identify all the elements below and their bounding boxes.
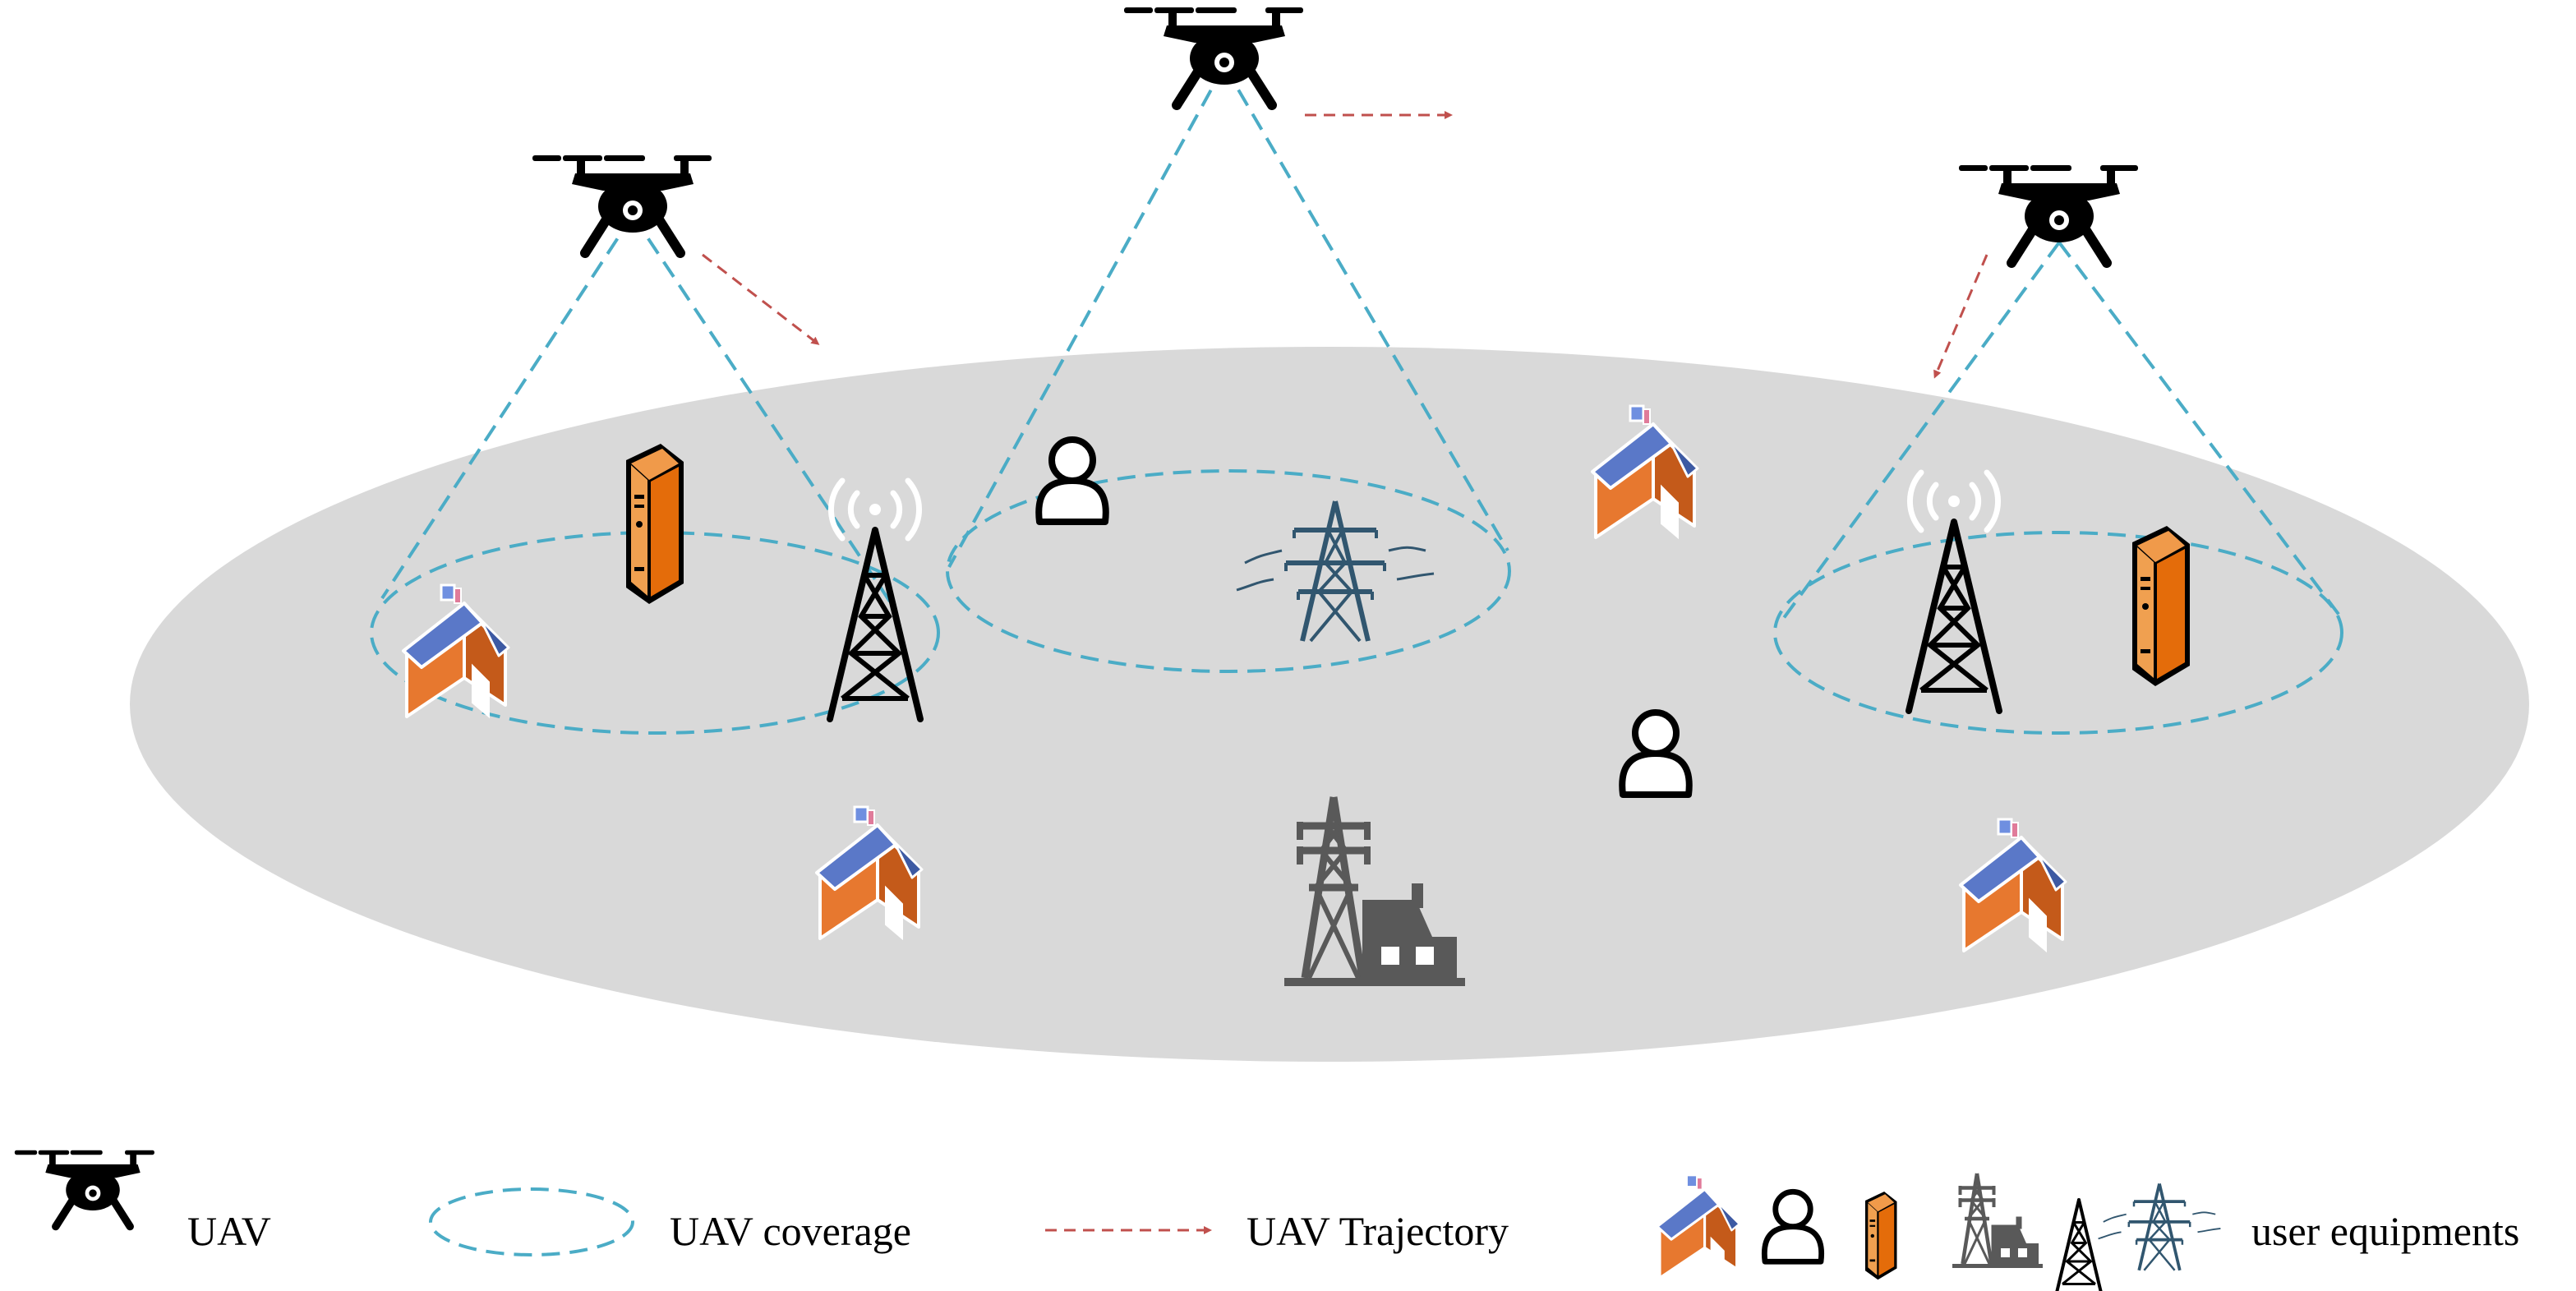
ground-area — [130, 347, 2529, 1062]
legend: UAV UAV coverage UAV Trajectory user equ… — [15, 1150, 2519, 1291]
legend-coverage-label: UAV coverage — [670, 1208, 911, 1254]
legend-house-icon — [1656, 1173, 1741, 1279]
legend-uav-label: UAV — [187, 1208, 271, 1254]
legend-coverage-icon — [429, 1187, 634, 1256]
legend-ue-label: user equipments — [2251, 1208, 2519, 1254]
uav-icon-center — [1124, 7, 1303, 105]
trajectory-arrow-right — [1933, 254, 1988, 379]
uav-icon-right — [1959, 165, 2138, 263]
trajectory-arrow-left — [702, 253, 820, 345]
legend-uav-icon — [15, 1150, 154, 1227]
legend-tower-icon — [2054, 1173, 2104, 1291]
coverage-cones — [380, 64, 2342, 626]
coverage-ellipse-right — [1773, 531, 2343, 735]
coverage-ellipse-center — [946, 469, 1511, 673]
trajectory-arrows — [702, 111, 1988, 379]
legend-substation-icon — [1952, 1173, 2043, 1268]
legend-server-icon — [1865, 1192, 1897, 1280]
server-icon — [2132, 526, 2190, 686]
legend-trajectory-label: UAV Trajectory — [1247, 1208, 1509, 1254]
legend-user-icon — [1764, 1192, 1821, 1261]
uav-icon-left — [532, 155, 712, 253]
server-icon — [626, 444, 684, 604]
legend-pylon-icon — [2096, 1182, 2223, 1272]
